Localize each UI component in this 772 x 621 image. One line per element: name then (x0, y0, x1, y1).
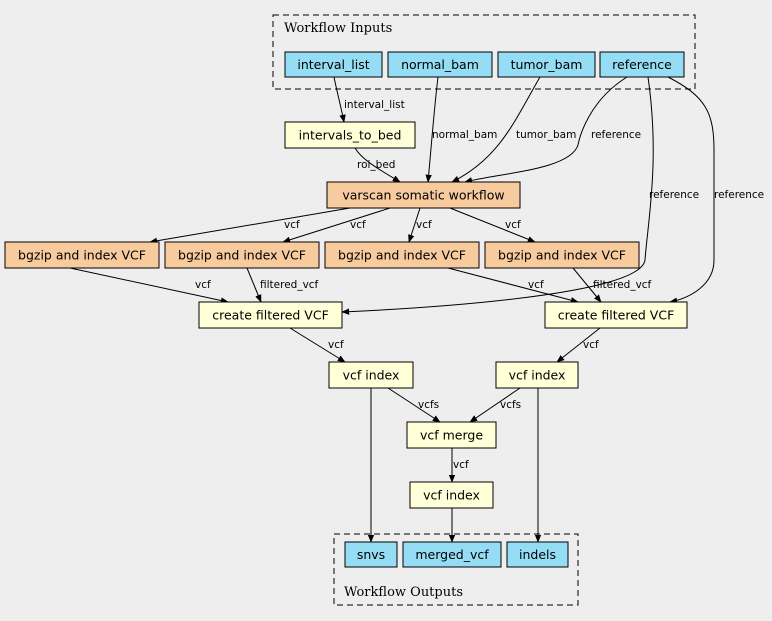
step-create-filtered-vcf-1[interactable]: create filtered VCF (198, 301, 343, 329)
edge-varscan-bgzip1 (149, 207, 351, 244)
node-label: bgzip and index VCF (338, 248, 466, 263)
output-merged-vcf[interactable]: merged_vcf (402, 541, 502, 568)
edge-labels: interval_list normal_bam tumor_bam refer… (195, 99, 764, 471)
edge-interval-list (333, 76, 346, 123)
step-varscan-somatic-workflow[interactable]: varscan somatic workflow (326, 181, 521, 209)
step-intervals-to-bed[interactable]: intervals_to_bed (284, 121, 416, 149)
node-label: bgzip and index VCF (18, 248, 146, 263)
input-interval-list[interactable]: interval_list (284, 51, 383, 78)
workflow-inputs-title: Workflow Inputs (284, 21, 392, 36)
edge-varscan-bgzip2 (282, 207, 391, 243)
edge-varscan-bgzip4 (449, 207, 536, 243)
edges (69, 76, 715, 543)
edge-reference-filter2 (667, 76, 715, 304)
step-vcf-index-1[interactable]: vcf index (328, 361, 414, 389)
workflow-outputs-cluster: Workflow Outputs (333, 533, 579, 606)
input-normal-bam[interactable]: normal_bam (387, 51, 493, 78)
step-vcf-merge[interactable]: vcf merge (406, 421, 497, 449)
edge-label: interval_list (344, 99, 405, 111)
edge-bgzip1-filter1 (69, 267, 229, 304)
node-label: bgzip and index VCF (498, 248, 626, 263)
edge-tumor-bam (451, 76, 541, 183)
edge-label: vcf (453, 459, 469, 471)
node-label: varscan somatic workflow (342, 188, 504, 203)
edge-label: vcf (350, 219, 366, 231)
step-vcf-index-3[interactable]: vcf index (409, 481, 494, 509)
edge-normal-bam (425, 76, 439, 183)
input-reference[interactable]: reference (599, 51, 685, 78)
output-snvs[interactable]: snvs (344, 541, 398, 568)
edge-label: normal_bam (432, 129, 497, 141)
edge-label: vcf (195, 279, 211, 291)
edge-label: vcf (416, 219, 432, 231)
edge-label: reference (714, 189, 764, 201)
step-bgzip-index-vcf-2[interactable]: bgzip and index VCF (164, 241, 320, 269)
step-bgzip-index-vcf-1[interactable]: bgzip and index VCF (4, 241, 160, 269)
edge-filter1-index1 (289, 327, 346, 363)
step-bgzip-index-vcf-3[interactable]: bgzip and index VCF (324, 241, 480, 269)
edge-label: vcfs (418, 399, 439, 411)
edge-label: reference (649, 189, 699, 201)
output-indels[interactable]: indels (506, 541, 569, 568)
edge-label: vcf (583, 339, 599, 351)
step-vcf-index-2[interactable]: vcf index (495, 361, 579, 389)
edge-varscan-bgzip3 (408, 207, 421, 243)
step-bgzip-index-vcf-4[interactable]: bgzip and index VCF (484, 241, 640, 269)
edge-filter2-index2 (556, 327, 601, 363)
node-label: create filtered VCF (212, 308, 329, 323)
workflow-outputs-title: Workflow Outputs (344, 585, 463, 600)
edge-label: filtered_vcf (260, 279, 319, 291)
edge-index2-merge (469, 387, 521, 423)
edge-roi-bed (354, 147, 401, 183)
edge-label: filtered_vcf (593, 279, 652, 291)
edge-bgzip3-filter2 (447, 267, 579, 304)
input-tumor-bam[interactable]: tumor_bam (497, 51, 596, 78)
nodes: interval_list normal_bam tumor_bam refer… (4, 51, 688, 568)
node-label: merged_vcf (415, 547, 489, 562)
edge-label: vcf (528, 279, 544, 291)
node-label: tumor_bam (511, 57, 583, 72)
workflow-inputs-cluster: Workflow Inputs (272, 14, 696, 90)
edge-index1-merge (387, 387, 441, 423)
node-label: interval_list (297, 57, 369, 72)
edge-label: reference (591, 129, 641, 141)
node-label: create filtered VCF (558, 308, 675, 323)
edge-reference-filter1 (341, 76, 654, 315)
edge-label: vcfs (500, 399, 521, 411)
node-label: vcf index (343, 368, 400, 383)
edge-label: tumor_bam (516, 129, 576, 141)
node-label: vcf merge (420, 428, 483, 443)
node-label: vcf index (509, 368, 566, 383)
step-create-filtered-vcf-2[interactable]: create filtered VCF (544, 301, 688, 329)
edge-label: roi_bed (357, 159, 395, 171)
edge-label: vcf (284, 219, 300, 231)
edge-reference-varscan (464, 76, 628, 184)
edge-label: vcf (328, 339, 344, 351)
node-label: snvs (357, 547, 385, 562)
node-label: bgzip and index VCF (178, 248, 306, 263)
node-label: indels (519, 547, 556, 562)
node-label: reference (612, 57, 672, 72)
edge-bgzip2-filter1 (246, 267, 262, 303)
edge-label: vcf (505, 219, 521, 231)
edge-bgzip4-filter2 (572, 267, 602, 303)
node-label: normal_bam (401, 57, 479, 72)
node-label: vcf index (423, 488, 480, 503)
node-label: intervals_to_bed (299, 128, 402, 143)
